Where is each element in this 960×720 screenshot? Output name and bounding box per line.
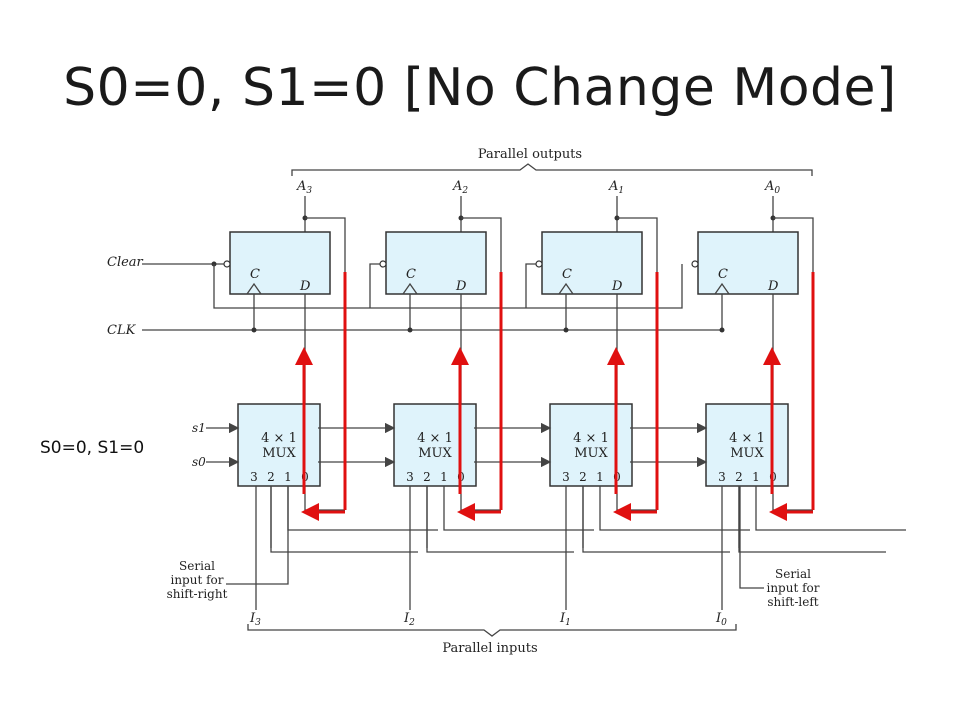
mux	[705, 403, 789, 487]
parallel-outputs-label: Parallel outputs	[478, 147, 582, 162]
mux-pin-label: 3	[718, 470, 726, 484]
flip-flop	[541, 231, 643, 295]
ff-d-label: D	[611, 279, 623, 294]
serial-left-line1: Serial	[775, 567, 811, 581]
mux-label-line1: 4 × 1	[261, 431, 297, 446]
input-label: I0	[715, 611, 727, 628]
mux-pin-label: 2	[579, 470, 587, 484]
flip-flop	[229, 231, 331, 295]
serial-left-line2: input for	[766, 581, 819, 595]
outputs-brace	[291, 163, 813, 176]
output-label: A1	[608, 179, 624, 196]
clk-label: CLK	[107, 323, 137, 338]
parallel-inputs-label: Parallel inputs	[442, 641, 537, 656]
ff-d-label: D	[299, 279, 311, 294]
ff-c-label: C	[562, 267, 572, 282]
mux-label-line2: MUX	[418, 446, 452, 461]
serial-right-line3: shift-right	[167, 587, 228, 601]
serial-right-wire	[226, 486, 289, 585]
mux-pin-label: 1	[440, 470, 448, 484]
page-title: S0=0, S1=0 [No Change Mode]	[63, 58, 897, 118]
input-label: I1	[559, 611, 571, 628]
mux-label-line1: 4 × 1	[729, 431, 765, 446]
mux-label-line1: 4 × 1	[417, 431, 453, 446]
serial-left-wire	[739, 486, 764, 589]
mux-pin-label: 2	[423, 470, 431, 484]
mux-pin-label: 1	[752, 470, 760, 484]
s1-label: s1	[192, 421, 206, 435]
flip-flop	[697, 231, 799, 295]
ff-d-label: D	[767, 279, 779, 294]
input-label: I3	[249, 611, 261, 628]
select-state-label: S0=0, S1=0	[40, 438, 145, 458]
ff-c-label: C	[718, 267, 728, 282]
ff-c-label: C	[406, 267, 416, 282]
mux-pin-label: 2	[735, 470, 743, 484]
mux-pin-label: 3	[250, 470, 258, 484]
output-label: A0	[764, 179, 780, 196]
serial-left-line3: shift-left	[767, 595, 818, 609]
mux-pin-label: 2	[267, 470, 275, 484]
mux	[393, 403, 477, 487]
clear-label: Clear	[107, 255, 144, 270]
inputs-brace	[247, 624, 737, 637]
output-label: A3	[296, 179, 312, 196]
serial-right-line2: input for	[170, 573, 223, 587]
mux-pin-label: 1	[284, 470, 292, 484]
mux-pin-label: 3	[406, 470, 414, 484]
mux-pin-label: 3	[562, 470, 570, 484]
ff-c-label: C	[250, 267, 260, 282]
mux-label-line1: 4 × 1	[573, 431, 609, 446]
mux-pin-label: 1	[596, 470, 604, 484]
ff-d-label: D	[455, 279, 467, 294]
mux	[237, 403, 321, 487]
input-label: I2	[403, 611, 415, 628]
serial-right-line1: Serial	[179, 559, 215, 573]
mux-label-line2: MUX	[574, 446, 608, 461]
mux	[549, 403, 633, 487]
mux-label-line2: MUX	[262, 446, 296, 461]
output-label: A2	[452, 179, 468, 196]
mux-label-line2: MUX	[730, 446, 764, 461]
s0-label: s0	[192, 455, 206, 469]
flip-flop	[385, 231, 487, 295]
